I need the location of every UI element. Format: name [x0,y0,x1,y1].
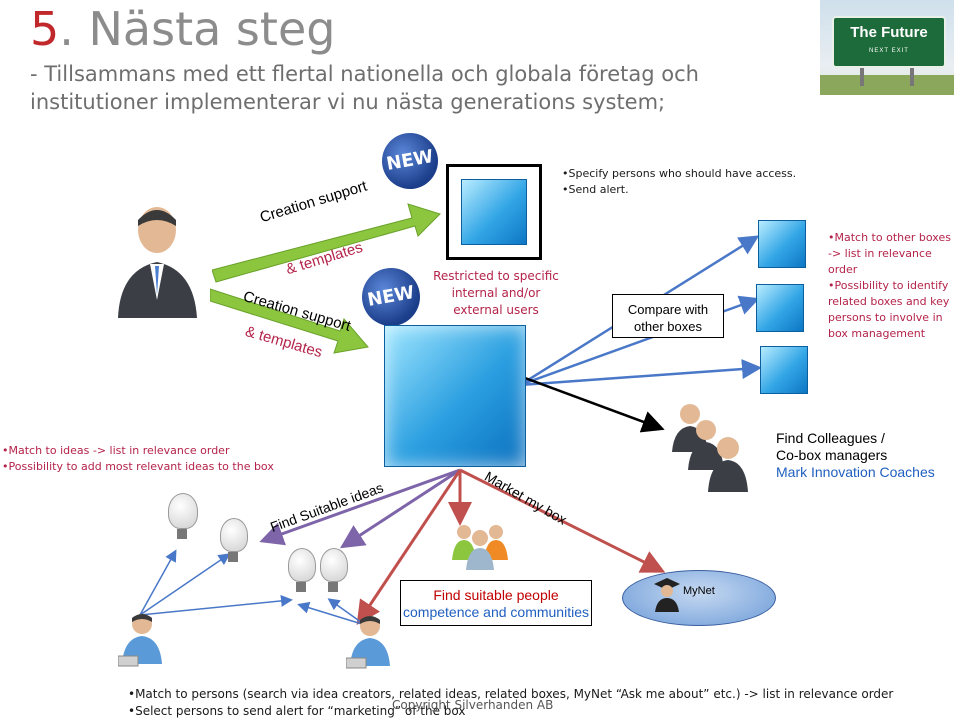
access-bullet-1: •Specify persons who should have access. [562,167,797,180]
bulb-icon-1 [168,493,198,539]
access-bullet-2: •Send alert. [562,183,629,196]
related-cube-3 [760,346,808,394]
subtitle: - Tillsammans med ett flertal nationella… [30,62,699,114]
related-cube-2 [756,284,804,332]
sign-main-text: The Future [850,24,928,41]
colleagues-group-icon [672,404,748,492]
restricted-cube [461,179,527,245]
line-to-idea-1 [259,468,461,546]
restricted-text: Restricted to specific internal and/or e… [433,269,559,317]
title-number: 5 [30,2,60,56]
colleagues-line-1: Find Colleagues / [776,430,885,446]
green-arrow-1 [212,203,441,283]
bulb-icon-4 [320,548,348,592]
line-to-colleagues [524,376,665,433]
colleagues-text: Find Colleagues / Co-box managers Mark I… [776,430,935,481]
mynet-ellipse: MyNet [622,570,776,626]
restricted-cube-frame [446,164,542,260]
sign-sub-text: NEXT EXIT [869,48,909,54]
person-at-laptop-icon-2 [346,616,390,669]
match-boxes-bullets: •Match to other boxes -> list in relevan… [828,230,958,342]
line-to-person-bottom [356,469,462,625]
match-ideas-bullet-1: •Match to ideas -> list in relevance ord… [2,444,230,457]
find-people-box: Find suitable people competence and comm… [400,580,592,626]
related-cube-1 [758,220,806,268]
access-bullets: •Specify persons who should have access.… [562,166,822,198]
line-to-mynet [459,468,666,573]
line-to-cube-3 [519,359,762,387]
green-arrow-2 [210,288,369,354]
bulb-icon-3 [288,548,316,592]
copyright-text: Copyright Silverhanden AB [392,698,554,712]
big-idea-cube [384,325,526,467]
find-people-line-1: Find suitable people [433,587,559,603]
colleagues-line-2: Co-box managers [776,447,888,463]
match-persons-bullet-2: •Select persons to send alert for “marke… [128,704,466,718]
person-at-laptop-icon-1 [118,614,162,667]
match-boxes-bullet-2: •Possibility to identify related boxes a… [828,279,950,340]
team-icon [452,525,508,570]
match-ideas-bullets: •Match to ideas -> list in relevance ord… [2,443,302,475]
match-boxes-bullet-1: •Match to other boxes -> list in relevan… [828,231,951,276]
find-people-line-2: competence and communities [403,604,589,620]
businessman-icon [118,207,197,318]
title-text: . Nästa steg [59,2,336,56]
mynet-label: MyNet [683,585,715,597]
match-ideas-bullet-2: •Possibility to add most relevant ideas … [2,460,274,473]
future-sign-image: The Future NEXT EXIT [820,0,954,95]
bulb-icon-2 [220,518,248,562]
colleagues-line-3: Mark Innovation Coaches [776,464,935,480]
match-persons-bullet-1: •Match to persons (search via idea creat… [128,687,894,701]
match-persons-bullets: •Match to persons (search via idea creat… [128,686,958,720]
line-to-idea-2 [339,468,461,549]
compare-box: Compare with other boxes [612,294,724,338]
page-title: 5. Nästa steg [30,2,335,56]
graduate-icon [654,578,680,612]
